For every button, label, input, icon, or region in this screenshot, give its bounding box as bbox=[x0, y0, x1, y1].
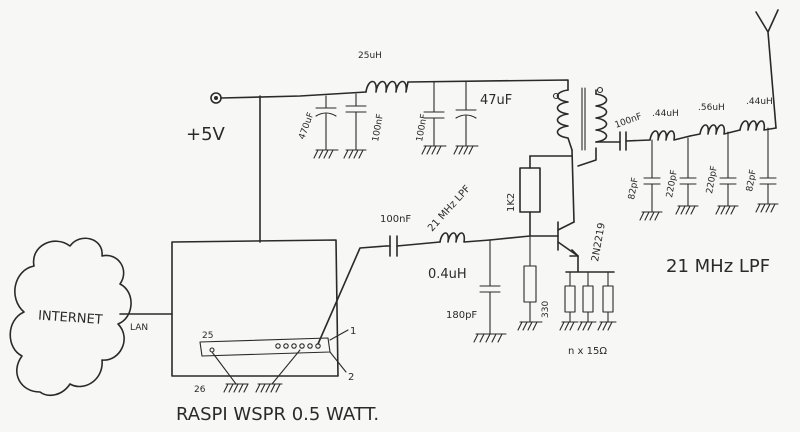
output-line bbox=[625, 139, 651, 142]
inductor-1 bbox=[649, 130, 691, 141]
base-wire bbox=[489, 235, 559, 241]
lan-label: LAN bbox=[130, 323, 148, 333]
transistor-2n2219 bbox=[557, 221, 579, 257]
supply-rail bbox=[220, 91, 367, 99]
internet-label: INTERNET bbox=[38, 308, 104, 327]
input-inductor bbox=[439, 232, 491, 243]
internet-cloud bbox=[9, 237, 132, 397]
gpio-header bbox=[199, 337, 331, 357]
inductor-1-label: .44uH bbox=[652, 109, 679, 119]
pin-1-label: 1 bbox=[350, 326, 356, 337]
capacitor-470uf bbox=[313, 95, 339, 159]
output-lpf-label: 21 MHz LPF bbox=[666, 256, 770, 277]
lpf-cap-82pf-b bbox=[755, 127, 779, 213]
inductor-3-label: .44uH bbox=[746, 97, 773, 107]
ground-symbol-pi-2 bbox=[255, 383, 283, 393]
capacitor-47uf bbox=[453, 81, 479, 155]
secondary-bottom-wire bbox=[577, 147, 597, 167]
inductor-3 bbox=[739, 120, 777, 131]
capacitor-100nf-mid bbox=[421, 81, 447, 155]
cap-47uf-label: 47uF bbox=[480, 93, 512, 108]
emitter-resistor-label: 330 bbox=[541, 301, 551, 318]
rf-output-wire bbox=[317, 245, 387, 345]
coupling-capacitor bbox=[385, 235, 441, 257]
title-label: RASPI WSPR 0.5 WATT. bbox=[176, 404, 379, 425]
input-capacitor bbox=[473, 239, 507, 343]
cap-100nf-mid-label: 100nF bbox=[415, 113, 430, 142]
gpio-ground-wire-2 bbox=[271, 349, 301, 385]
gpio-ground-wire-1 bbox=[211, 351, 237, 385]
phase-dot-secondary bbox=[596, 86, 604, 94]
output-cap-label: 100nF bbox=[614, 112, 644, 131]
collector-wire bbox=[571, 149, 575, 223]
cap-470uf-label: 470uF bbox=[297, 111, 316, 141]
lpf-cap-220pf-a bbox=[675, 137, 699, 215]
input-inductor-label: 0.4uH bbox=[428, 267, 467, 282]
emitter-resistor-330 bbox=[517, 235, 543, 331]
coupling-cap-label: 100nF bbox=[380, 214, 411, 225]
pin-2-leader bbox=[329, 351, 347, 373]
emitter-resistor-bank bbox=[559, 271, 617, 331]
capacitor-output-100nf bbox=[619, 131, 627, 151]
lpf-cap-220pf-b bbox=[715, 131, 739, 215]
bias-resistor bbox=[519, 167, 541, 213]
supply-label: +5V bbox=[186, 124, 226, 145]
lpf-cap-82pf-b-label: 82pF bbox=[745, 169, 759, 193]
transformer-core bbox=[581, 87, 586, 151]
input-cap-label: 180pF bbox=[446, 310, 477, 321]
lpf-cap-82pf-a bbox=[639, 139, 663, 221]
transistor-label: 2N2219 bbox=[590, 222, 608, 263]
transformer-primary bbox=[556, 89, 573, 151]
ground-symbol-pi-1 bbox=[223, 383, 249, 393]
cap-100nf-left-label: 100nF bbox=[371, 113, 386, 142]
pin-25-label: 25 bbox=[202, 331, 213, 341]
inductor-2-label: .56uH bbox=[698, 103, 725, 113]
lpf-cap-82pf-a-label: 82pF bbox=[627, 177, 641, 201]
lpf-cap-220pf-a-label: 220pF bbox=[665, 169, 680, 198]
inductor-2 bbox=[689, 124, 741, 137]
input-lpf-label: 21 MHz LPF bbox=[426, 183, 473, 234]
pin-2-label: 2 bbox=[348, 372, 354, 383]
inductor-25uh-label: 25uH bbox=[358, 51, 382, 61]
emitter-bus bbox=[565, 255, 615, 273]
lpf-cap-220pf-b-label: 220pF bbox=[705, 165, 720, 194]
raspi-box bbox=[171, 239, 339, 377]
pin-1-leader bbox=[329, 329, 349, 341]
inductor-25uh bbox=[365, 80, 409, 93]
pin-26-label: 26 bbox=[194, 385, 206, 395]
bias-resistor-label: 1K2 bbox=[506, 193, 517, 212]
emitter-resistors-label: n x 15Ω bbox=[568, 346, 607, 357]
antenna bbox=[755, 9, 779, 129]
phase-dot-primary bbox=[552, 92, 560, 100]
transformer-secondary bbox=[595, 93, 608, 143]
capacitor-100nf-left bbox=[343, 93, 367, 159]
supply-rail-2 bbox=[407, 79, 569, 91]
gpio-pins bbox=[209, 343, 321, 353]
